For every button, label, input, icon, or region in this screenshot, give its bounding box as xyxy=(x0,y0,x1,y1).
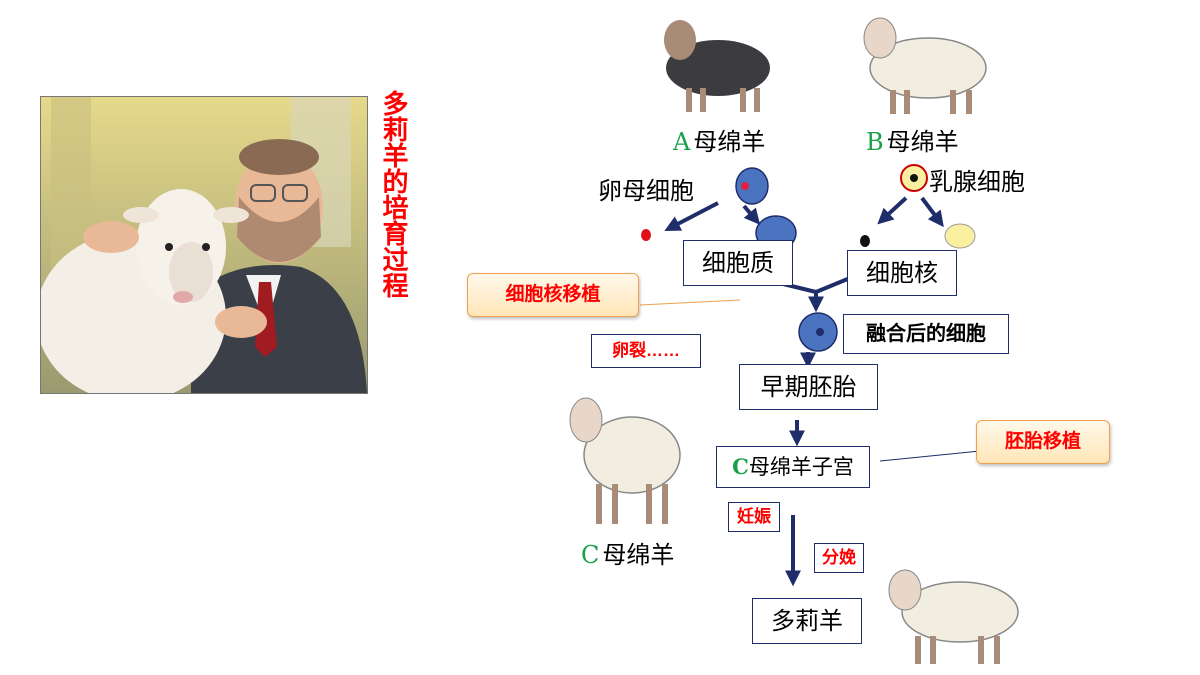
oocyte-cell xyxy=(735,167,769,205)
nuclear-transfer-callout: 细胞核移植 xyxy=(467,273,639,317)
nucleus-box: 细胞核 xyxy=(847,250,957,296)
cytoplasm-box: 细胞质 xyxy=(683,240,793,286)
removed-nucleus xyxy=(641,229,651,241)
dolly-box: 多莉羊 xyxy=(752,598,862,644)
slide-title: 多莉羊的培育过程 xyxy=(378,90,408,298)
dolly-sheep-icon xyxy=(888,569,1019,664)
cell-remnant xyxy=(944,223,976,249)
pregnancy-label: 妊娠 xyxy=(728,502,780,532)
oocyte-label: 卵母细胞 xyxy=(598,177,694,205)
donor-nucleus xyxy=(860,235,870,247)
birth-label: 分娩 xyxy=(814,543,864,573)
embryo-box: 早期胚胎 xyxy=(739,364,878,410)
uterus-box: C母绵羊子宫 xyxy=(716,446,870,488)
dolly-photo xyxy=(40,96,368,394)
sheep-a-icon xyxy=(664,20,770,112)
embryo-transfer-callout: 胚胎移植 xyxy=(976,420,1110,464)
mammary-label: 乳腺细胞 xyxy=(929,168,1025,196)
sheep-b-icon xyxy=(863,17,987,114)
cleavage-label: 卵裂…… xyxy=(591,334,701,368)
fused-cell-box: 融合后的细胞 xyxy=(843,314,1009,354)
sheep-c-icon xyxy=(569,397,681,524)
